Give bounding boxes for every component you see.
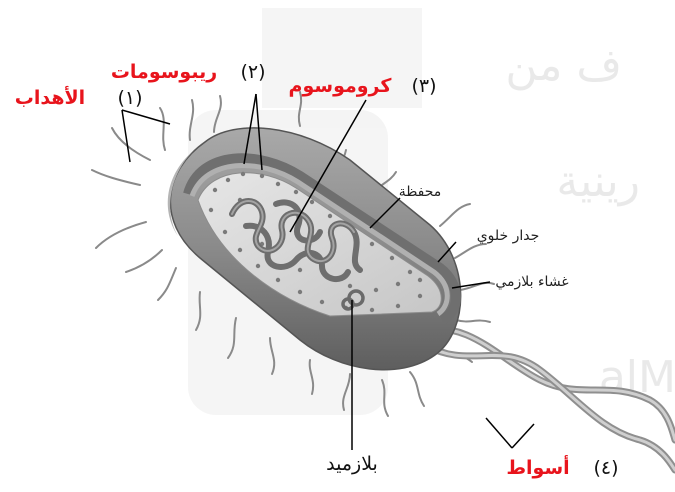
label-cell-wall: جدار خلوي (477, 228, 540, 244)
label-capsule: محفظة (399, 184, 442, 200)
label-whip-number: (٤) (593, 457, 618, 479)
watermark-line-2: رينية (556, 156, 640, 207)
leader-whip-1 (486, 418, 512, 448)
label-plasma-membrane: غشاء بلازمي (495, 274, 568, 290)
label-ribosomes: ريبوسومات (111, 61, 217, 83)
leader-flagella-1 (122, 110, 130, 162)
label-chromosome-number: (٣) (411, 75, 436, 97)
label-ribosomes-number: (٢) (240, 61, 265, 83)
leader-whip-2 (512, 424, 534, 448)
label-whip: أسواط (506, 455, 569, 479)
label-plasmid: بلازميد (326, 453, 378, 475)
watermark-line-1: ف من (505, 40, 622, 91)
label-flagella-number: (١) (117, 87, 142, 109)
label-flagella: الأهداب (15, 86, 85, 109)
label-chromosome: كروموسوم (289, 75, 393, 97)
